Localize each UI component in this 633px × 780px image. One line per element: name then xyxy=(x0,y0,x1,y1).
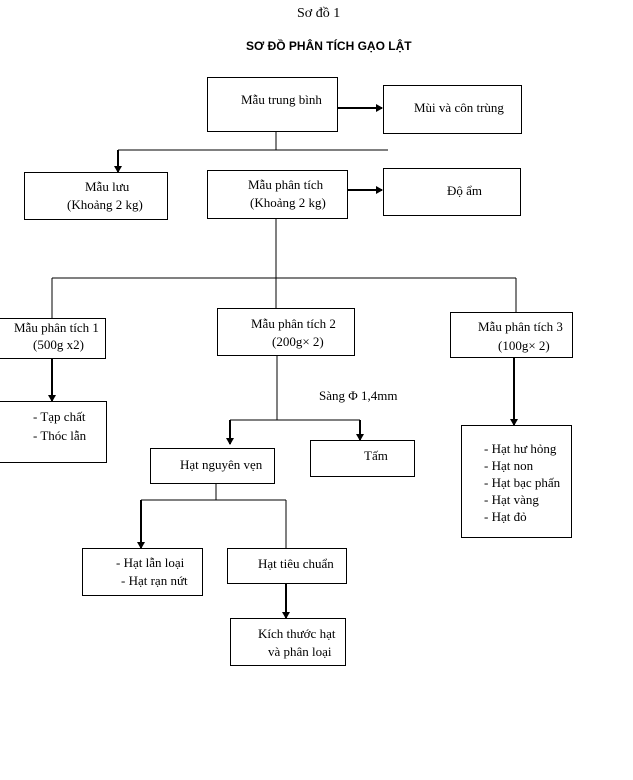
node-moisture-label: Độ ẩm xyxy=(447,183,483,198)
node-mixed-cracked: - Hạt lẫn loại - Hạt rạn nứt xyxy=(82,548,203,596)
node-whole-grain-label: Hạt nguyên vẹn xyxy=(180,457,263,472)
node-analysis-sample: Mẫu phân tích (Khoảng 2 kg) xyxy=(207,170,348,219)
node-broken: Tấm xyxy=(310,440,415,477)
node-analysis-3: Mẫu phân tích 3 (100g× 2) xyxy=(450,312,573,358)
node-smell-insects-label: Mùi và côn trùng xyxy=(414,100,504,115)
node-analysis-1-line2: (500g x2) xyxy=(33,337,84,352)
node-impurities: - Tạp chất - Thóc lẫn xyxy=(0,401,107,463)
node-analysis-3-line1: Mẫu phân tích 3 xyxy=(478,319,563,334)
node-impurities-line1: - Tạp chất xyxy=(33,409,86,424)
defect-item: - Hạt đỏ xyxy=(484,509,527,524)
node-impurities-line2: - Thóc lẫn xyxy=(33,428,87,443)
node-size-class: Kích thước hạt và phân loại xyxy=(230,618,346,666)
sieve-label: Sàng Φ 1,4mm xyxy=(319,388,398,403)
node-stored-sample-line2: (Khoảng 2 kg) xyxy=(67,197,143,212)
node-smell-insects: Mùi và côn trùng xyxy=(383,85,522,134)
node-mixed-cracked-line2: - Hạt rạn nứt xyxy=(121,573,188,588)
node-standard-grain-label: Hạt tiêu chuẩn xyxy=(258,556,334,571)
node-analysis-2-line2: (200g× 2) xyxy=(272,334,324,349)
defect-item: - Hạt bạc phấn xyxy=(484,475,561,490)
node-size-class-line1: Kích thước hạt xyxy=(258,626,336,641)
defect-item: - Hạt hư hỏng xyxy=(484,441,557,456)
node-avg-sample: Mẫu trung bình xyxy=(207,77,338,132)
node-broken-label: Tấm xyxy=(364,448,388,463)
figure-label: Sơ đồ 1 xyxy=(297,6,341,21)
defect-item: - Hạt non xyxy=(484,458,534,473)
node-stored-sample: Mẫu lưu (Khoảng 2 kg) xyxy=(24,172,168,220)
node-defects: - Hạt hư hỏng - Hạt non - Hạt bạc phấn -… xyxy=(461,425,572,538)
node-moisture: Độ ẩm xyxy=(383,168,521,216)
node-whole-grain: Hạt nguyên vẹn xyxy=(150,448,275,484)
node-analysis-sample-line2: (Khoảng 2 kg) xyxy=(250,195,326,210)
node-analysis-2-line1: Mẫu phân tích 2 xyxy=(251,316,336,331)
node-analysis-sample-line1: Mẫu phân tích xyxy=(248,177,324,192)
defect-item: - Hạt vàng xyxy=(484,492,539,507)
node-size-class-line2: và phân loại xyxy=(268,644,332,659)
node-stored-sample-line1: Mẫu lưu xyxy=(85,179,130,194)
node-mixed-cracked-line1: - Hạt lẫn loại xyxy=(116,555,185,570)
node-standard-grain: Hạt tiêu chuẩn xyxy=(227,548,347,584)
node-analysis-1-line1: Mẫu phân tích 1 xyxy=(14,320,99,335)
node-analysis-1: Mẫu phân tích 1 (500g x2) xyxy=(0,318,106,359)
page-title: SƠ ĐỒ PHÂN TÍCH GẠO LẬT xyxy=(246,39,412,53)
node-avg-sample-label: Mẫu trung bình xyxy=(241,92,322,107)
node-analysis-2: Mẫu phân tích 2 (200g× 2) xyxy=(217,308,355,356)
node-analysis-3-line2: (100g× 2) xyxy=(498,338,550,353)
